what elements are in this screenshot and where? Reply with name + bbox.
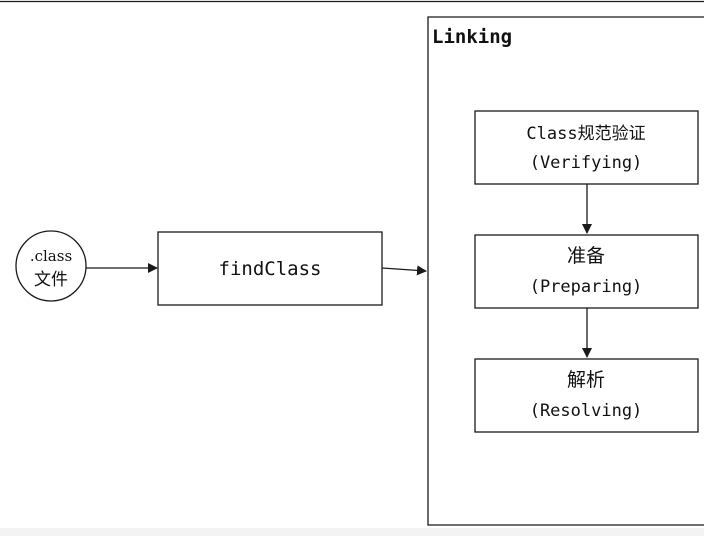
preparing-step-subtitle: (Preparing) — [530, 277, 643, 297]
linking-container: Linking — [427, 16, 704, 526]
class-file-extension-label: .class — [30, 247, 72, 265]
resolving-step-title: 解析 — [567, 369, 605, 391]
bottom-strip — [0, 528, 704, 536]
resolving-step-box: 解析 (Resolving) — [474, 358, 699, 433]
verifying-step-title: Class规范验证 — [526, 124, 645, 144]
linking-container-border — [427, 16, 704, 526]
preparing-step-title: 准备 — [567, 245, 605, 267]
class-file-name-label: 文件 — [34, 270, 68, 290]
findclass-label: findClass — [219, 258, 322, 280]
class-file-node: .class 文件 — [15, 230, 87, 302]
verifying-step-box: Class规范验证 (Verifying) — [474, 110, 699, 185]
resolving-step-rect — [474, 358, 699, 433]
verifying-step-subtitle: (Verifying) — [530, 153, 643, 173]
preparing-step-rect — [474, 234, 699, 309]
arrow-findclass-to-linking — [381, 265, 427, 276]
preparing-step-box: 准备 (Preparing) — [474, 234, 699, 309]
linking-title: Linking — [432, 26, 512, 48]
class-file-circle — [15, 230, 87, 302]
resolving-step-subtitle: (Resolving) — [530, 401, 643, 421]
verifying-step-rect — [474, 110, 699, 185]
findclass-box: findClass — [157, 231, 383, 306]
findclass-box-rect — [157, 231, 383, 306]
